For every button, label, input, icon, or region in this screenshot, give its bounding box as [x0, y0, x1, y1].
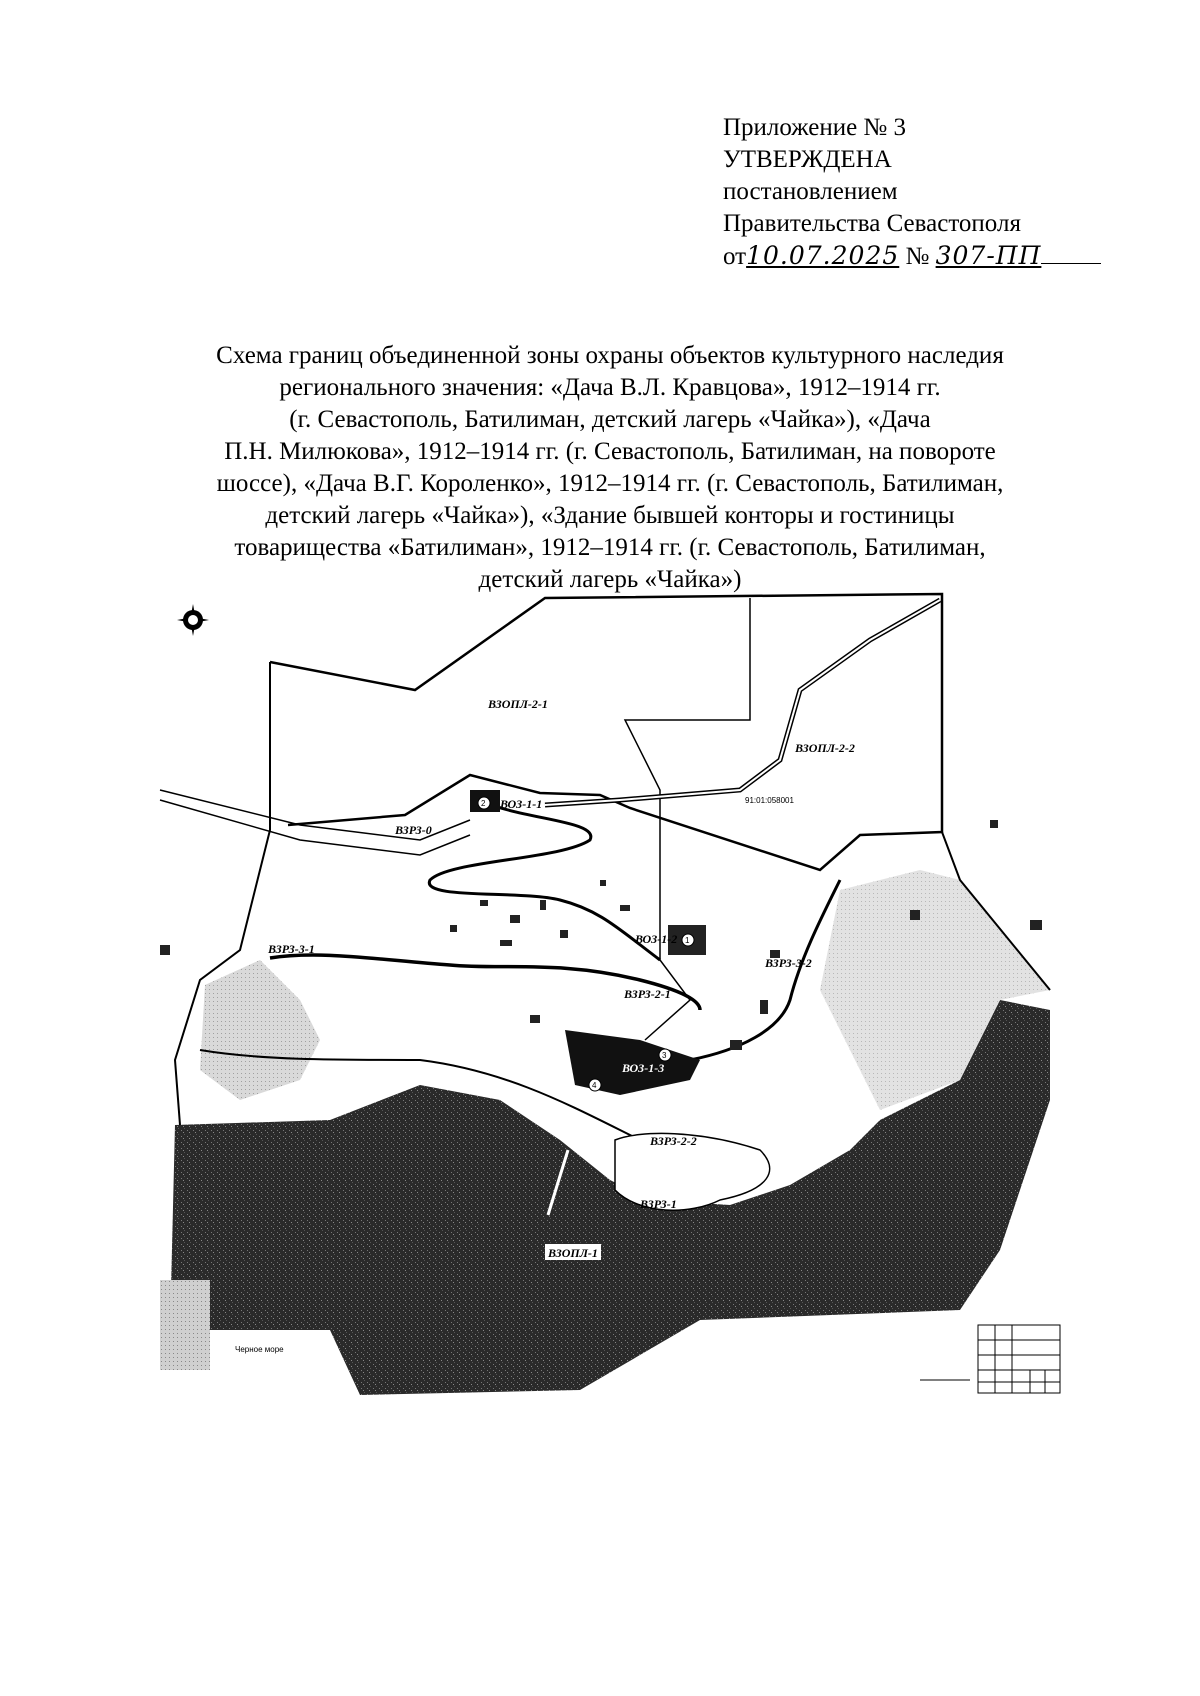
- label-voz-1-2: ВОЗ-1-2: [634, 932, 677, 946]
- label-vzrz-2-1: ВЗРЗ-2-1: [623, 987, 671, 1001]
- label-voz-1-3: ВОЗ-1-3: [621, 1061, 664, 1075]
- label-vzrz-1: ВЗРЗ-1: [639, 1197, 677, 1211]
- svg-text:1: 1: [685, 936, 690, 945]
- svg-text:2: 2: [481, 799, 486, 808]
- handwritten-date: 10.07.2025: [746, 241, 900, 270]
- document-title: Схема границ объединенной зоны охраны об…: [216, 342, 1004, 593]
- highway-2: [159, 799, 471, 856]
- handwritten-number: 307-ПП: [935, 241, 1042, 270]
- road: [544, 597, 942, 808]
- label-vzopl-2-1: ВЗОПЛ-2-1: [487, 697, 548, 711]
- svg-text:3: 3: [662, 1051, 667, 1060]
- serpentine-road: [428, 798, 661, 962]
- marker-3: 3: [658, 1048, 672, 1062]
- east-road: [689, 879, 842, 1062]
- government-label: Правительства Севастополя: [723, 210, 1021, 237]
- object-area-1-3: [565, 1030, 700, 1095]
- marker-1: 1: [681, 933, 695, 947]
- east-boundary: [941, 831, 1051, 991]
- drawing-stamp: [920, 1324, 1061, 1394]
- pier: [546, 1149, 570, 1216]
- sea-label: Черное море: [235, 1345, 284, 1354]
- zone-boundary: [269, 592, 944, 872]
- approval-block: Приложение № 3 УТВЕРЖДЕНА постановлением…: [723, 112, 1102, 273]
- inner-boundary: [623, 598, 751, 1041]
- label-bg: [545, 1244, 601, 1260]
- label-voz-1-1: ВОЗ-1-1: [499, 797, 542, 811]
- cape: [614, 1132, 771, 1211]
- sea-speckle: [160, 1280, 210, 1370]
- marker-4: 4: [588, 1078, 602, 1092]
- marker-2: 2: [477, 796, 491, 810]
- approved-label: УТВЕРЖДЕНА: [723, 146, 892, 173]
- date-number-line: от10.07.2025 № 307-ПП: [723, 240, 1102, 273]
- highway: [159, 789, 471, 841]
- east-shaded-area: [820, 870, 1050, 1110]
- appendix-number: Приложение № 3: [723, 114, 907, 141]
- sea-area: [170, 1000, 1050, 1395]
- label-vzopl-2-2: ВЗОПЛ-2-2: [794, 741, 855, 755]
- resolution-label: постановлением: [723, 178, 898, 205]
- label-vzopl-1: ВЗОПЛ-1: [547, 1246, 598, 1260]
- road-inner: [544, 599, 941, 806]
- label-vzrz-3-2: ВЗРЗ-3-2: [764, 956, 812, 970]
- label-cadastral: 91:01:058001: [745, 796, 794, 805]
- label-vzrz-0: ВЗРЗ-0: [394, 823, 432, 837]
- west-shaded-area: [200, 960, 320, 1100]
- main-road: [269, 953, 702, 1011]
- svg-text:4: 4: [592, 1081, 597, 1090]
- label-vzrz-2-2: ВЗРЗ-2-2: [649, 1134, 697, 1148]
- label-vzrz-3-1: ВЗРЗ-3-1: [267, 942, 315, 956]
- west-boundary: [173, 662, 271, 1126]
- compass-rose-icon: [177, 604, 209, 636]
